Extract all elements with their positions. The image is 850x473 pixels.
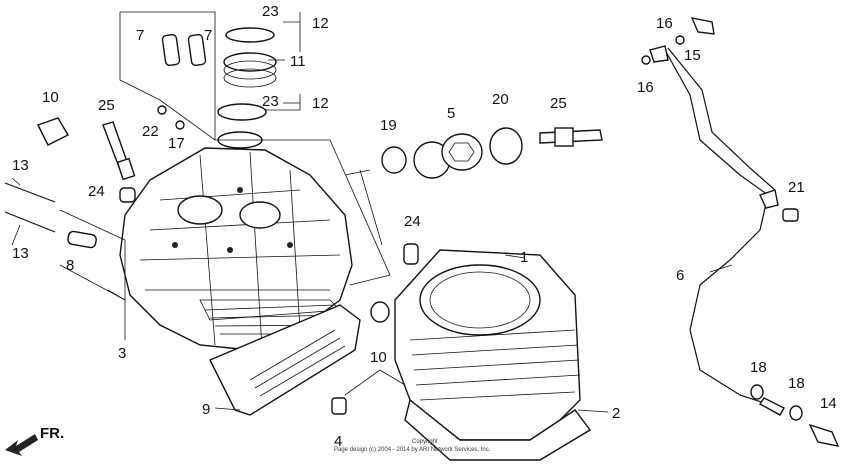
callout-24b: 24 bbox=[404, 213, 421, 230]
callout-3: 3 bbox=[118, 345, 126, 362]
copyright-line-1: Copyright bbox=[412, 439, 438, 445]
dowel-pin-24-right bbox=[403, 243, 419, 265]
callout-25b: 25 bbox=[550, 95, 567, 112]
callout-11: 11 bbox=[290, 53, 306, 70]
bolt-17-22 bbox=[157, 105, 185, 130]
callout-12a: 12 bbox=[312, 15, 329, 32]
callout-13b: 13 bbox=[12, 245, 29, 262]
cap-nut-5 bbox=[413, 133, 483, 179]
o-rings bbox=[217, 27, 277, 149]
callout-17: 17 bbox=[168, 135, 185, 152]
cap bbox=[37, 117, 69, 146]
callout-7b: 7 bbox=[204, 27, 212, 44]
callout-10b: 10 bbox=[370, 349, 387, 366]
callout-21: 21 bbox=[788, 179, 805, 196]
fittings bbox=[641, 35, 840, 447]
callout-9: 9 bbox=[202, 401, 210, 418]
washer-4 bbox=[331, 397, 347, 415]
callout-23b: 23 bbox=[262, 93, 279, 110]
callout-18a: 18 bbox=[750, 359, 767, 376]
callout-numbers: 1 2 3 4 5 6 7 7 8 9 10 10 11 12 12 13 13… bbox=[12, 3, 837, 450]
cylinder-head bbox=[119, 147, 353, 351]
callout-1: 1 bbox=[520, 249, 528, 266]
callout-13a: 13 bbox=[12, 157, 29, 174]
callout-6: 6 bbox=[676, 267, 684, 284]
front-arrow: FR. bbox=[5, 425, 64, 456]
seal-10 bbox=[370, 301, 390, 323]
callout-5: 5 bbox=[447, 105, 455, 122]
spark-plug-left bbox=[102, 121, 136, 181]
callout-18b: 18 bbox=[788, 375, 805, 392]
breather-tube bbox=[649, 17, 779, 406]
dowel-pin bbox=[67, 230, 97, 249]
callout-25a: 25 bbox=[98, 97, 115, 114]
callout-14: 14 bbox=[820, 395, 837, 412]
copyright-notice: Copyright Page design (c) 2004 - 2014 by… bbox=[334, 439, 491, 453]
callout-22: 22 bbox=[142, 123, 159, 140]
callout-24a: 24 bbox=[88, 183, 105, 200]
stud-bolts bbox=[4, 182, 56, 233]
callout-10a: 10 bbox=[42, 89, 59, 106]
callout-19: 19 bbox=[380, 117, 397, 134]
o-ring-20 bbox=[489, 127, 523, 165]
o-ring-19 bbox=[381, 146, 407, 174]
callout-8: 8 bbox=[66, 257, 74, 274]
cylinder-block bbox=[394, 249, 592, 461]
dowel-pin-24-left bbox=[119, 187, 136, 203]
callout-23a: 23 bbox=[262, 3, 279, 20]
callout-12b: 12 bbox=[312, 95, 329, 112]
spark-plug-right bbox=[539, 127, 603, 147]
front-arrow-label: FR. bbox=[40, 425, 64, 442]
callout-16a: 16 bbox=[656, 15, 673, 32]
callout-4: 4 bbox=[334, 433, 342, 450]
valve-pins bbox=[161, 33, 207, 67]
callout-16b: 16 bbox=[637, 79, 654, 96]
callout-20: 20 bbox=[492, 91, 509, 108]
callout-7a: 7 bbox=[136, 27, 144, 44]
leader-lines bbox=[11, 11, 733, 413]
callout-2: 2 bbox=[612, 405, 620, 422]
copyright-line-2: Page design (c) 2004 - 2014 by ARI Netwo… bbox=[334, 447, 491, 453]
callout-15: 15 bbox=[684, 47, 701, 64]
